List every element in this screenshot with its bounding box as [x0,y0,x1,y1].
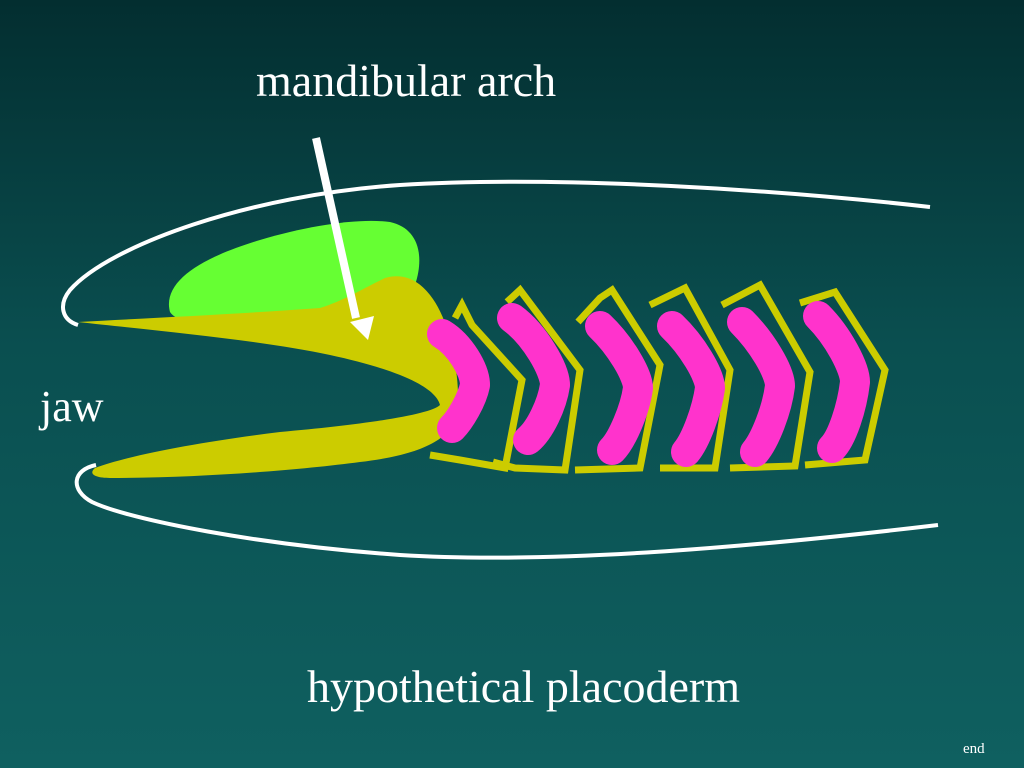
gill-bar-2 [497,303,570,455]
gill-bars [427,301,870,467]
gill-bracket-2 [492,284,584,474]
gill-bar-6 [803,301,870,463]
gill-bar-4 [657,311,725,467]
gill-bracket-3 [574,285,664,474]
head-outline-upper [61,179,931,327]
gill-bracket-1 [429,297,526,473]
gill-bar-5 [727,307,795,467]
gill-arch-brackets [429,280,889,474]
gill-bar-3 [585,311,653,465]
head-outline-lower [74,463,939,560]
diagram-caption: hypothetical placoderm [307,661,741,712]
gill-bracket-4 [648,283,734,472]
mandibular-arch-label: mandibular arch [256,55,557,106]
arrow-shaft [312,137,360,319]
arrow-head [350,316,374,340]
gill-bar-1 [427,319,490,443]
pointer-arrow [312,137,374,340]
gill-bracket-6 [798,287,889,469]
gill-bracket-5 [720,280,814,472]
end-link[interactable]: end [963,741,985,757]
jaw-label: jaw [40,382,104,431]
